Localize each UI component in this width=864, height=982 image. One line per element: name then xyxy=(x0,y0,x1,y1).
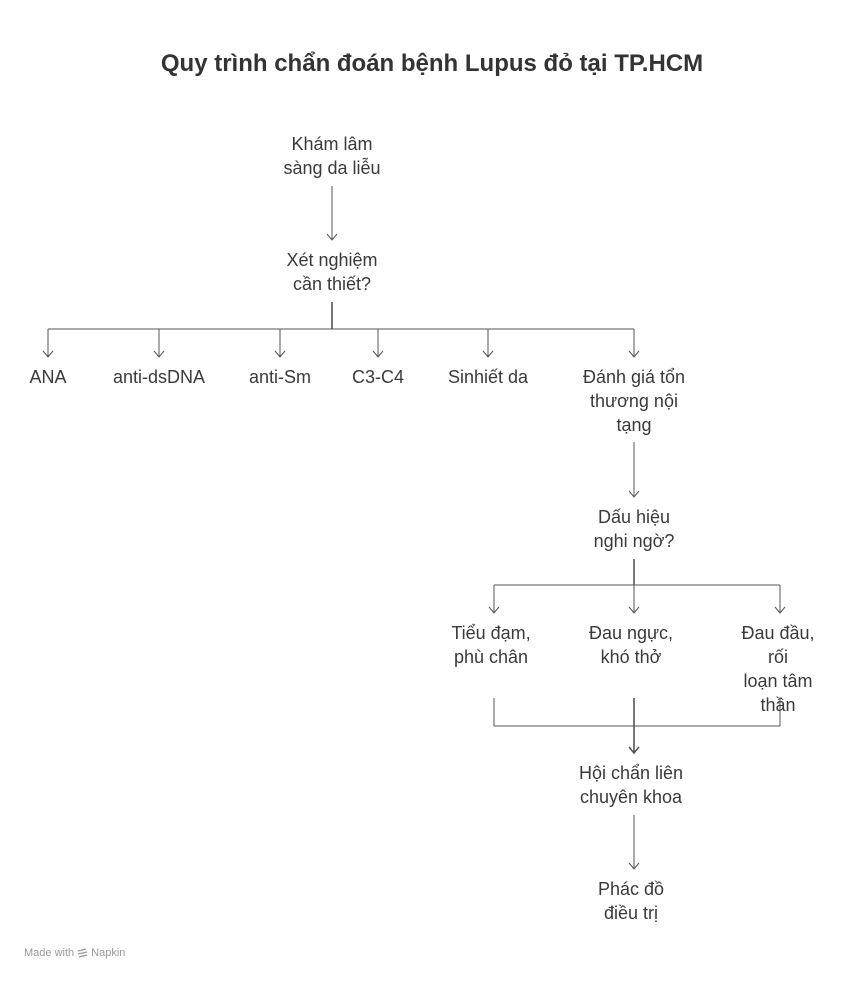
node-danh-gia-noi-tang: Đánh giá tổn thương nội tạng xyxy=(582,367,686,435)
diagram-title: Quy trình chẩn đoán bệnh Lupus đỏ tại TP… xyxy=(160,50,704,77)
arrowhead xyxy=(488,606,500,614)
node-xet-nghiem: Xét nghiệm cần thiết? xyxy=(286,250,378,294)
footer-watermark: Made with Napkin xyxy=(24,947,125,959)
node-dau-hieu-nghi-ngo: Dấu hiệu nghi ngờ? xyxy=(593,507,675,551)
node-ana: ANA xyxy=(29,367,67,387)
napkin-logo-icon xyxy=(77,947,88,958)
arrowhead xyxy=(628,606,640,614)
node-phac-do: Phác đồ điều trị xyxy=(597,879,665,923)
node-dau-nguc: Đau ngực, khó thở xyxy=(588,623,674,667)
footer-made-with: Made with xyxy=(24,947,75,959)
arrowhead xyxy=(774,606,786,614)
node-dau-dau: Đau đầu, rối loạn tâm thần xyxy=(741,623,815,715)
arrowhead xyxy=(628,350,640,358)
node-anti-dsdna: anti-dsDNA xyxy=(112,367,206,387)
arrowhead xyxy=(274,350,286,358)
footer-brand: Napkin xyxy=(91,947,126,959)
node-anti-sm: anti-Sm xyxy=(248,367,312,387)
arrowhead xyxy=(628,862,640,870)
arrowhead xyxy=(42,350,54,358)
arrowhead xyxy=(628,490,640,498)
arrowhead xyxy=(628,746,640,755)
node-tieu-dam: Tiểu đạm, phù chân xyxy=(451,623,531,667)
node-hoi-chan: Hội chẩn liên chuyên khoa xyxy=(578,763,684,807)
node-c3-c4: C3-C4 xyxy=(351,367,405,387)
node-sinh-thiet-da: Sinhiết da xyxy=(447,367,529,387)
arrowhead xyxy=(482,350,494,358)
node-kham-lam-sang: Khám lâm sàng da liễu xyxy=(283,134,381,178)
arrowhead xyxy=(153,350,165,358)
arrowhead xyxy=(372,350,384,358)
arrowhead xyxy=(326,233,338,241)
